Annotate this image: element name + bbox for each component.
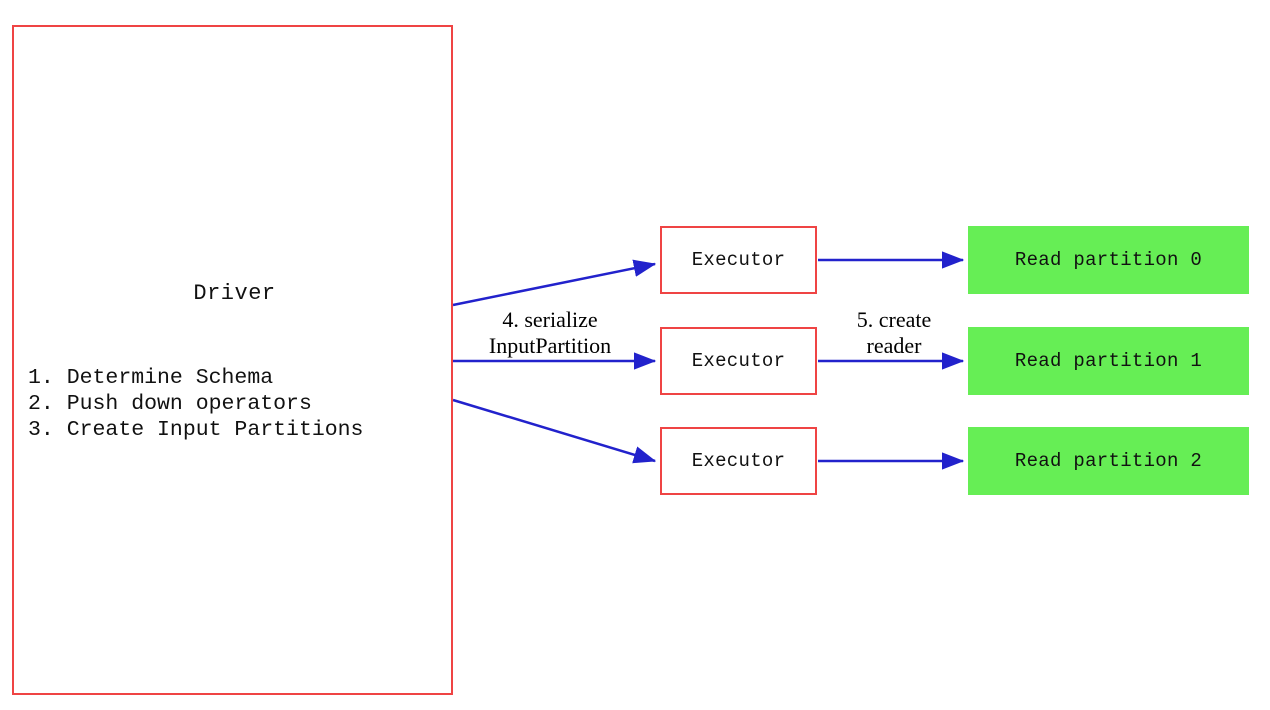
arrow-driver-to-executor-0 (452, 259, 657, 307)
edge-label-create-reader: 5. create reader (856, 307, 932, 358)
partition-box-2: Read partition 2 (968, 427, 1249, 495)
partition-box-1: Read partition 1 (968, 327, 1249, 395)
partition-box-0: Read partition 0 (968, 226, 1249, 294)
executor-box-2: Executor (660, 427, 817, 495)
executor-box-0: Executor (660, 226, 817, 294)
executor-label-0: Executor (691, 249, 786, 271)
executor-box-1: Executor (660, 327, 817, 395)
arrow-driver-to-executor-2 (452, 398, 657, 464)
partition-label-1: Read partition 1 (1014, 350, 1203, 372)
driver-box: Driver 1. Determine Schema 2. Push down … (12, 25, 453, 695)
edge-label-serialize-input-partition: 4. serialize InputPartition (488, 307, 612, 358)
executor-label-1: Executor (691, 350, 786, 372)
partition-label-2: Read partition 2 (1014, 450, 1203, 472)
driver-title: Driver (193, 281, 276, 306)
partition-label-0: Read partition 0 (1014, 249, 1203, 271)
driver-steps-list: 1. Determine Schema 2. Push down operato… (28, 366, 364, 442)
executor-label-2: Executor (691, 450, 786, 472)
